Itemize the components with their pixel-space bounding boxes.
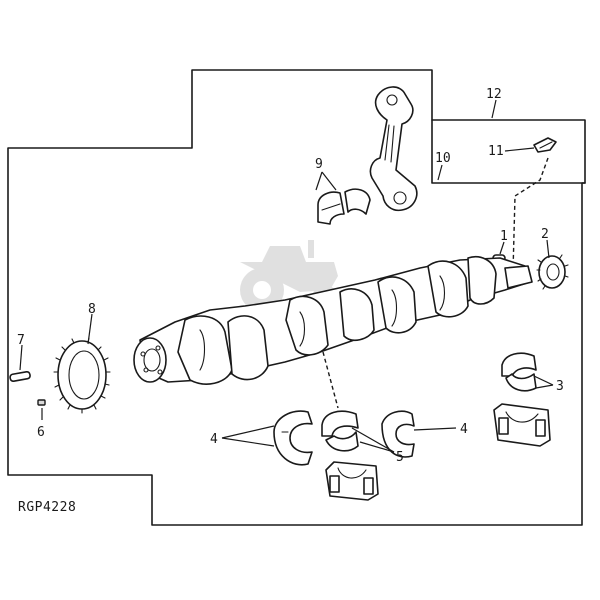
crankshaft-gear <box>536 254 569 290</box>
main-bearing-cap-right <box>493 403 551 447</box>
leader-lines <box>19 99 554 453</box>
callout-2: 2 <box>541 227 549 242</box>
callout-9: 9 <box>315 157 323 172</box>
figure-code: RGP4228 <box>18 500 76 515</box>
crankshaft-timing-gear <box>53 337 111 414</box>
rod-bearing-shells <box>317 188 371 225</box>
piston-cooling-orifice <box>533 137 557 153</box>
callout-4-right: 4 <box>460 422 468 437</box>
callout-6: 6 <box>37 425 45 440</box>
crankshaft <box>133 256 533 385</box>
callout-3: 3 <box>556 379 564 394</box>
callout-7: 7 <box>17 333 25 348</box>
dowel-pin <box>9 370 31 383</box>
callout-4-left: 4 <box>210 432 218 447</box>
main-bearing-cap-center <box>325 461 379 501</box>
callout-10: 10 <box>435 151 451 166</box>
callout-labels: 1 2 3 4 4 5 6 7 8 9 10 11 12 <box>17 87 564 465</box>
orifice-dashed-leader <box>512 157 549 273</box>
callout-12: 12 <box>486 87 502 102</box>
thrust-washer-left <box>273 410 313 466</box>
callout-5: 5 <box>396 450 404 465</box>
woodruff-key <box>37 399 46 406</box>
connecting-rod <box>369 86 418 212</box>
thrust-washer-right <box>381 410 415 458</box>
callout-11: 11 <box>488 144 504 159</box>
main-bearing-shells-center <box>321 410 359 452</box>
main-bearing-shells-right <box>501 352 537 392</box>
inset-frame <box>431 119 586 184</box>
callout-1: 1 <box>500 229 508 244</box>
bearing-dashed-leader <box>322 351 339 409</box>
callout-8: 8 <box>88 302 96 317</box>
